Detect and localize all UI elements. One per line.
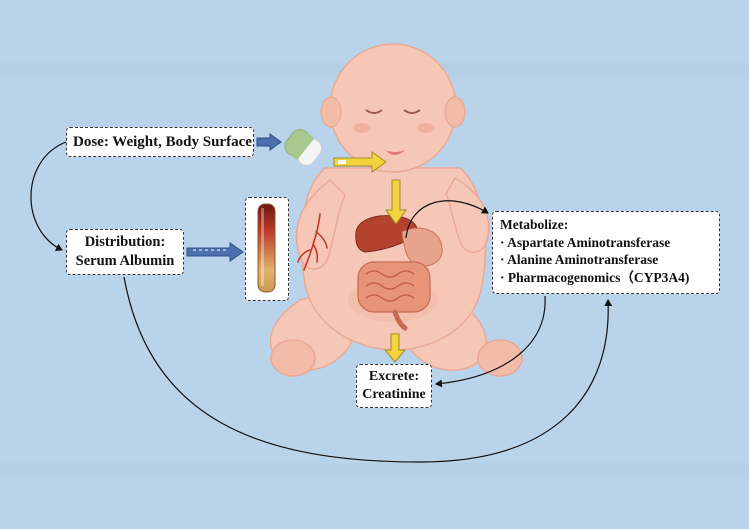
distribution-detail: Serum Albumin [75, 252, 175, 269]
metabolize-item: · Pharmacogenomics（CYP3A4) [500, 269, 690, 285]
stomach-icon [401, 227, 443, 267]
dose-label: Dose: Weight, Body Surface [73, 134, 252, 150]
metabolize-item: · Alanine Aminotransferase [500, 252, 659, 268]
metabolize-title: Metabolize: [500, 217, 569, 232]
distribution-box: Distribution: Serum Albumin [66, 229, 184, 275]
arrow-dose-to-capsule [256, 133, 282, 151]
metabolize-item: · Aspartate Aminotransferase [500, 234, 671, 250]
baby-illustration [269, 43, 523, 377]
arrow-mouth-to-liver [385, 179, 407, 225]
arrow-distribution-to-tube [186, 242, 244, 262]
blood-tube-icon [257, 203, 276, 293]
curve-dose-to-distribution [30, 141, 67, 252]
excrete-title: Excrete: [368, 369, 420, 384]
metabolize-box: Metabolize: · Aspartate Aminotransferase… [492, 211, 720, 294]
capsule-icon [284, 129, 323, 166]
arrow-capsule-to-mouth [333, 151, 387, 173]
arrow-intestine-to-excrete [383, 333, 407, 363]
curve-liver-to-metabolize [405, 200, 489, 239]
intestine-icon [357, 261, 431, 331]
dose-box: Dose: Weight, Body Surface [66, 127, 254, 157]
excrete-detail: Creatinine [362, 387, 426, 403]
curve-distribution-to-metabolize [123, 276, 613, 463]
curve-metabolize-to-excrete [435, 295, 546, 388]
blood-vessel-icon [297, 213, 328, 271]
blood-tube-box [245, 197, 289, 301]
distribution-title: Distribution: [84, 234, 166, 250]
excrete-box: Excrete: Creatinine [356, 364, 432, 408]
